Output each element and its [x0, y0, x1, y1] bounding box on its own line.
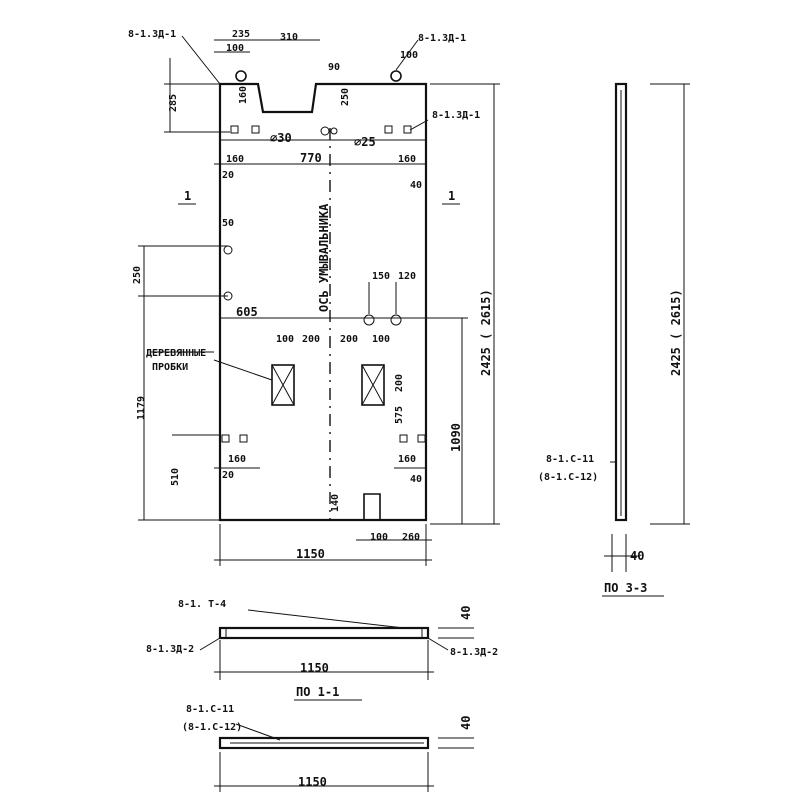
dim-1150-main: 1150 [296, 547, 325, 561]
dim-2425-main: 2425 ( 2615) [479, 289, 493, 376]
dim-510: 510 [170, 468, 181, 486]
dim-hole-25: ∅25 [354, 135, 376, 149]
s1-ref-right: 8-1.3Д-2 [450, 647, 498, 658]
wooden-plug-cross [271, 364, 295, 406]
s1-ref-left: 8-1.3Д-2 [146, 644, 194, 655]
dim-50: 50 [222, 218, 234, 229]
pipe-hole [223, 245, 233, 255]
embed-square [221, 434, 230, 443]
leader [395, 39, 419, 71]
wooden-plugs-label: ДЕРЕВЯННЫЕ [146, 348, 206, 359]
dim-140: 140 [330, 494, 341, 512]
leader [409, 119, 429, 131]
dim-40-s1: 40 [459, 606, 473, 620]
s2-ref-2: (8-1.С-12) [182, 722, 242, 733]
ref-top-right: 8-1.3Д-1 [418, 33, 466, 44]
dim-160-bl: 160 [228, 454, 246, 465]
dim-310: 310 [280, 32, 298, 43]
dim-250: 250 [340, 88, 351, 106]
wooden-plug-right [361, 364, 385, 406]
wooden-plugs-label-2: ПРОБКИ [152, 362, 188, 373]
dim-200-a: 200 [302, 334, 320, 345]
pipe-hole [390, 314, 402, 326]
dim-40-right: 40 [410, 180, 422, 191]
s1-title: ПО 1-1 [296, 685, 339, 699]
dim-100-bottom: 100 [370, 532, 388, 543]
s2-ref-1: 8-1.С-11 [186, 704, 234, 715]
dim-1150-s2: 1150 [298, 775, 327, 789]
dim-200-b: 200 [340, 334, 358, 345]
embed-square [251, 125, 260, 134]
dim-160-br: 160 [398, 454, 416, 465]
bottom-notch [363, 493, 381, 520]
section-mark-left: 1 [184, 189, 191, 203]
embed-square [239, 434, 248, 443]
side-ref-1: 8-1.С-11 [546, 454, 594, 465]
dim-260: 260 [402, 532, 420, 543]
dimension-lines [138, 39, 500, 566]
main-panel-elevation [218, 70, 428, 522]
lifting-loop-left [235, 70, 247, 82]
panel-outline [218, 82, 428, 522]
dim-100: 100 [400, 50, 418, 61]
embed-square [230, 125, 239, 134]
dim-250-left: 250 [132, 266, 143, 284]
wooden-plug-left [271, 364, 295, 406]
wooden-plug-cross [361, 364, 385, 406]
pipe-hole [363, 314, 375, 326]
dim-575: 575 [394, 406, 405, 424]
embed-square [417, 434, 426, 443]
hole-25 [330, 127, 338, 135]
dim-20-left: 20 [222, 170, 234, 181]
dim-605: 605 [236, 305, 258, 319]
section-mark-right: 1 [448, 189, 455, 203]
embed-square [399, 434, 408, 443]
s1-ref-top: 8-1. Т-4 [178, 599, 226, 610]
axis-label: ОСЬ УМЫВАЛЬНИКА [317, 203, 331, 312]
side-view-title: ПО 3-3 [604, 581, 647, 595]
dim-40-br: 40 [410, 474, 422, 485]
leader [181, 35, 221, 85]
dim-770: 770 [300, 151, 322, 165]
dim-160-right: 160 [398, 154, 416, 165]
dim-235: 235 [232, 29, 250, 40]
ref-top-left: 8-1.3Д-1 [128, 29, 176, 40]
ref-right: 8-1.3Д-1 [432, 110, 480, 121]
dim-90: 90 [328, 62, 340, 73]
section-1-outline [218, 626, 430, 640]
dim-160-left: 160 [226, 154, 244, 165]
embed-square [384, 125, 393, 134]
section-2-outline [218, 736, 430, 750]
dim-200-side: 200 [394, 374, 405, 392]
side-view-3-3 [604, 82, 690, 572]
dim-100-b: 100 [372, 334, 390, 345]
dim-20-bl: 20 [222, 470, 234, 481]
hole-30 [320, 126, 330, 136]
side-panel-outline [614, 82, 628, 522]
dim-100-a: 100 [276, 334, 294, 345]
dim-285: 285 [168, 94, 179, 112]
dim-100: 100 [226, 43, 244, 54]
section-1-1 [199, 609, 474, 680]
dim-hole-30: ∅30 [270, 131, 292, 145]
lifting-loop-right [390, 70, 402, 82]
dim-120: 120 [398, 271, 416, 282]
side-ref-2: (8-1.С-12) [538, 472, 598, 483]
section-2 [214, 723, 474, 792]
dim-160: 160 [238, 86, 249, 104]
dim-150: 150 [372, 271, 390, 282]
dim-1090: 1090 [449, 423, 463, 452]
dim-40-s2: 40 [459, 716, 473, 730]
dim-1150-s1: 1150 [300, 661, 329, 675]
dim-1179: 1179 [136, 396, 147, 420]
leader [213, 359, 273, 381]
dim-2425-side: 2425 ( 2615) [669, 289, 683, 376]
dim-40-side: 40 [630, 549, 644, 563]
